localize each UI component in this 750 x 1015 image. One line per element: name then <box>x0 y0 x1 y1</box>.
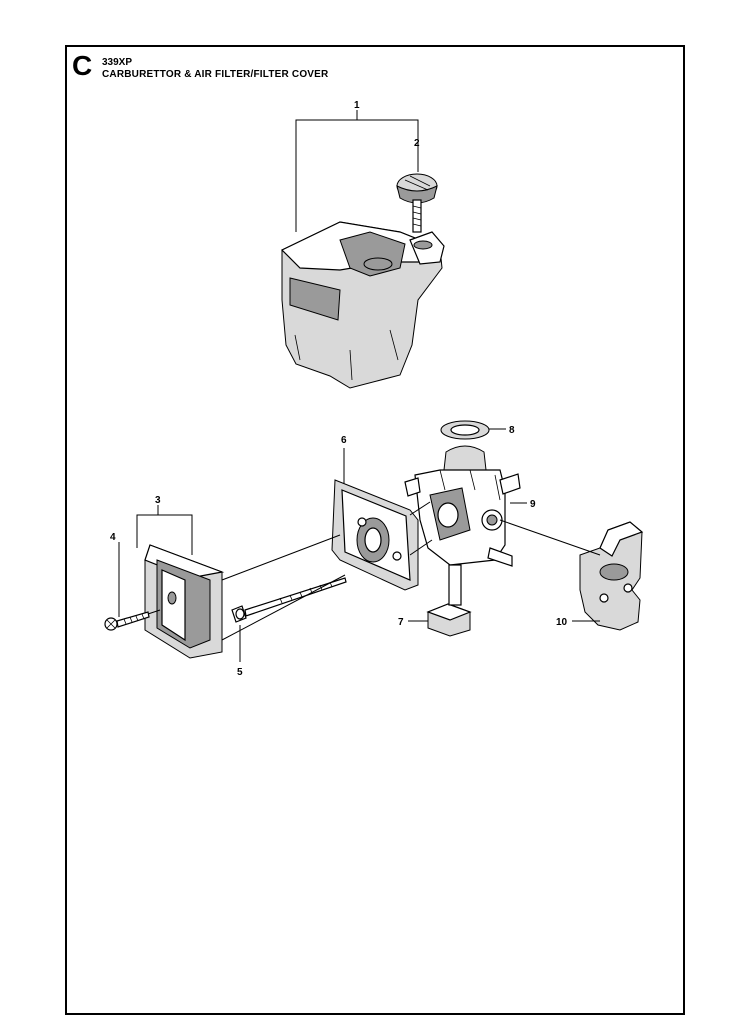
callout-3: 3 <box>155 495 161 506</box>
part-carburettor-9 <box>404 445 521 567</box>
part-long-bolt-5 <box>231 577 347 623</box>
part-screw-4 <box>104 611 150 631</box>
callout-1: 1 <box>354 100 360 111</box>
callout-9: 9 <box>530 499 536 510</box>
callout-4: 4 <box>110 532 116 543</box>
part-diaphragm-ring-8 <box>440 420 490 440</box>
callout-10: 10 <box>556 617 568 628</box>
section-letter: C <box>72 50 93 81</box>
callout-5: 5 <box>237 667 243 678</box>
callouts: 1 2 3 4 5 6 7 8 9 10 <box>110 100 568 678</box>
diagram-title: CARBURETTOR & AIR FILTER/FILTER COVER <box>102 69 329 80</box>
part-air-filter <box>144 544 225 659</box>
part-spacer-10 <box>579 521 644 631</box>
part-cover-knob <box>396 173 438 233</box>
callout-2: 2 <box>414 138 420 149</box>
callout-6: 6 <box>341 435 347 446</box>
part-block-7 <box>426 564 472 637</box>
callout-8: 8 <box>509 425 515 436</box>
part-filter-holder-6 <box>331 479 419 591</box>
part-filter-cover <box>280 221 445 389</box>
callout-7: 7 <box>398 617 404 628</box>
leader-lines <box>118 110 601 662</box>
model-number: 339XP <box>102 57 133 68</box>
